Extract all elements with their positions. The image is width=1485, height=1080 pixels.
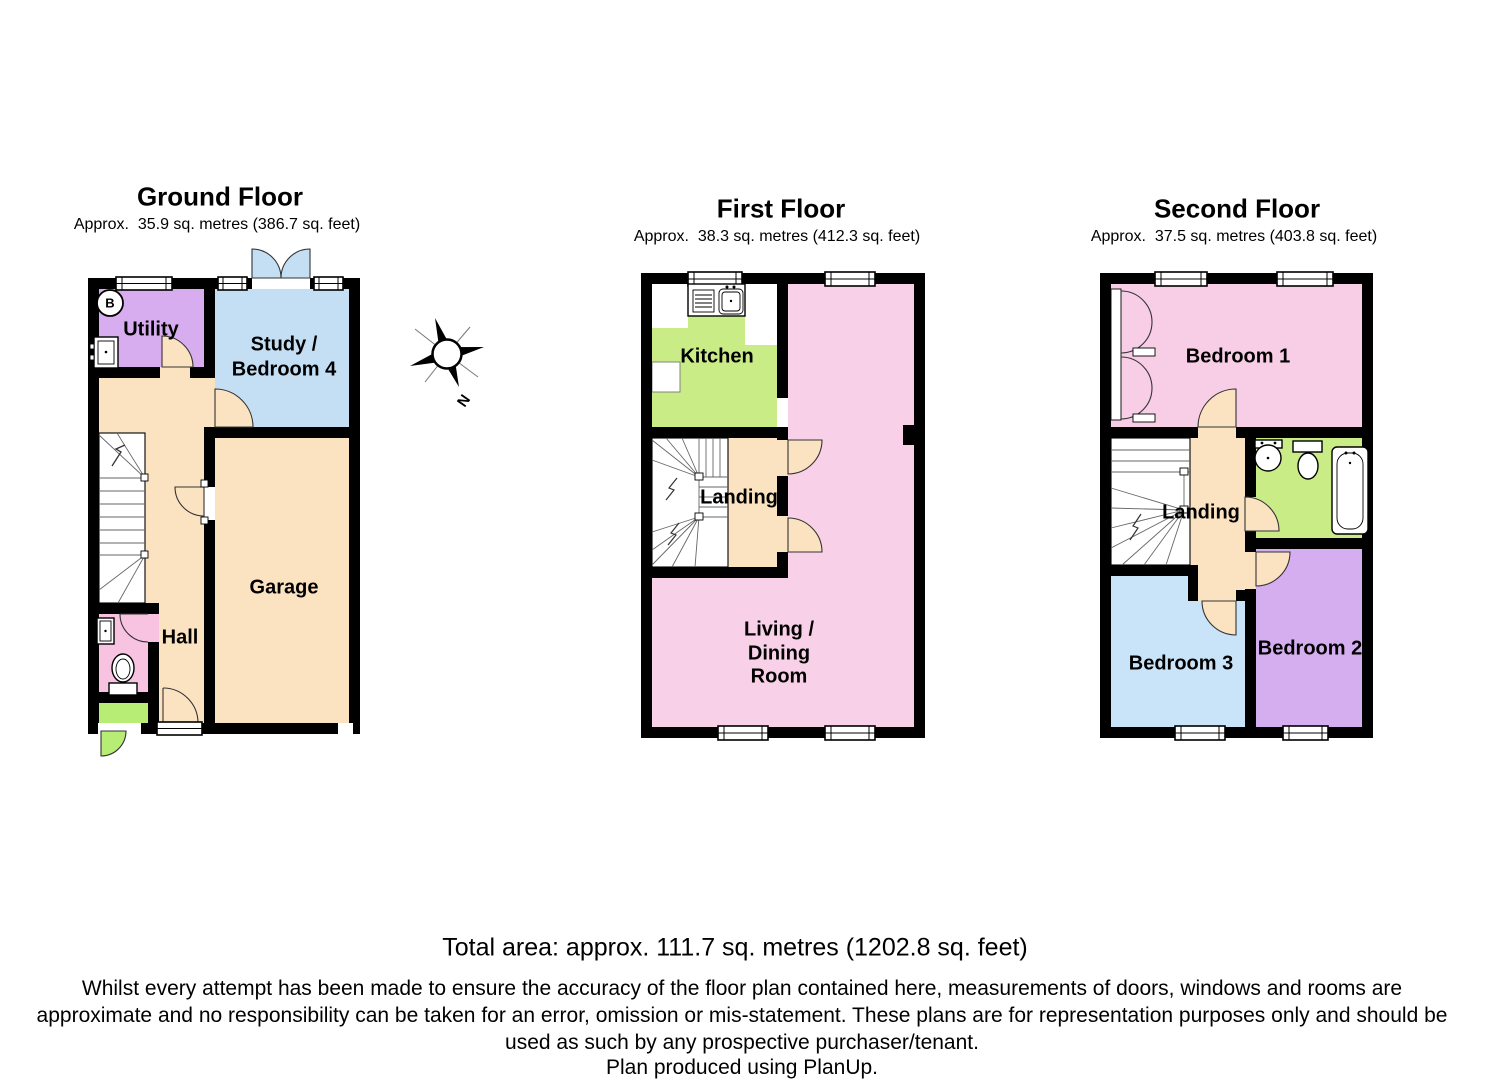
window-icon (313, 276, 344, 291)
boiler-label: B (105, 295, 115, 311)
room-label-landing-first: Landing (700, 486, 778, 509)
ground-floor-area: Approx. 35.9 sq. metres (386.7 sq. feet) (73, 216, 361, 233)
window-icon (1282, 725, 1329, 741)
first-floor-area: Approx. 38.3 sq. metres (412.3 sq. feet) (633, 228, 921, 245)
compass-icon (410, 318, 484, 387)
window-icon (217, 276, 248, 291)
utility-sink-icon (89, 336, 119, 369)
credit-text: Plan produced using PlanUp. (605, 1056, 879, 1079)
door-front (156, 687, 203, 736)
basin-icon (1254, 439, 1283, 472)
room-label-bedroom3: Bedroom 3 (1128, 652, 1234, 675)
door-living-upper (787, 439, 823, 475)
bathtub-icon (1331, 446, 1369, 535)
room-label-landing-second: Landing (1162, 501, 1240, 524)
window-icon (1174, 725, 1226, 741)
compass-hub (431, 338, 463, 370)
stairs-second (1110, 437, 1191, 566)
door-bedroom2 (1255, 551, 1291, 587)
second-floor-plan (1100, 271, 1373, 741)
window-icon (1276, 271, 1334, 287)
room-garage (204, 427, 349, 723)
door-study (214, 388, 254, 428)
disclaimer-text: Whilst every attempt has been made to en… (36, 977, 1448, 1054)
room-label-study-line2: Bedroom 4 (231, 358, 337, 381)
door-porch (100, 730, 127, 757)
room-label-living-line3: Room (750, 665, 808, 688)
room-label-living-line1: Living / (744, 618, 814, 641)
first-floor-title: First Floor (716, 193, 846, 224)
door-bathroom (1244, 496, 1280, 532)
door-wc (119, 613, 149, 643)
second-floor-area: Approx. 37.5 sq. metres (403.8 sq. feet) (1090, 228, 1378, 245)
wardrobe-icon (1110, 288, 1156, 423)
window-icon (824, 725, 876, 741)
second-floor-title: Second Floor (1153, 193, 1321, 224)
room-label-study-line1: Study / (250, 333, 318, 356)
door-garage (174, 486, 205, 517)
window-icon (717, 725, 769, 741)
window-icon (1154, 271, 1208, 287)
stairs-ground (98, 432, 149, 604)
door-living-lower (787, 517, 823, 553)
room-label-garage: Garage (249, 576, 319, 599)
toilet-icon (108, 653, 138, 696)
ground-floor-title: Ground Floor (136, 181, 304, 212)
wc-sink-icon (96, 617, 115, 645)
kitchen-unit (651, 361, 681, 393)
room-label-utility: Utility (123, 318, 179, 341)
door-bedroom3 (1201, 600, 1237, 636)
total-area-text: Total area: approx. 111.7 sq. metres (12… (442, 933, 1028, 962)
room-label-bedroom2: Bedroom 2 (1257, 637, 1363, 660)
ground-floor-plan (88, 248, 360, 757)
stairs-first (651, 437, 729, 568)
first-floor-plan (641, 271, 925, 741)
window-icon (687, 271, 743, 287)
room-label-bedroom1: Bedroom 1 (1185, 345, 1291, 368)
toilet-icon (1292, 440, 1323, 480)
wall-pier (903, 425, 914, 445)
boiler-icon (96, 289, 124, 317)
room-kitchen (652, 312, 777, 427)
room-label-kitchen: Kitchen (680, 345, 754, 368)
room-label-hall: Hall (161, 626, 199, 649)
door-utility (161, 335, 194, 368)
window-icon (824, 271, 876, 287)
door-bedroom1 (1197, 388, 1237, 428)
kitchen-sink-icon (687, 283, 746, 317)
room-label-living-line2: Dining (747, 642, 811, 665)
window-icon (115, 276, 173, 291)
french-doors-icon (251, 248, 311, 279)
